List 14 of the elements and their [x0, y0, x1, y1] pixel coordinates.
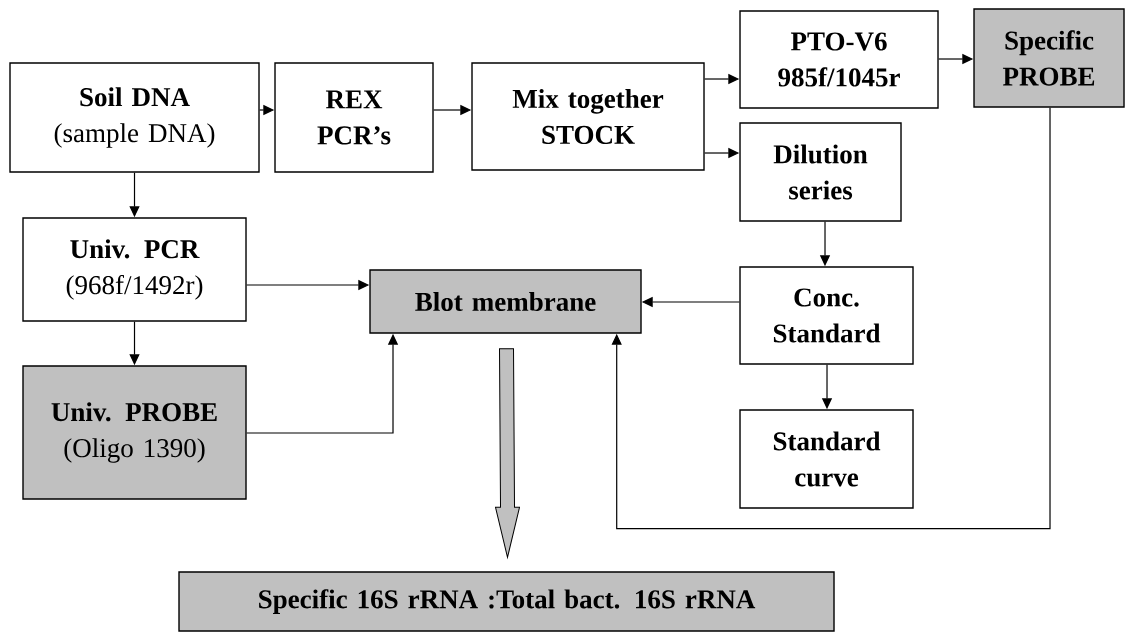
process-box: Univ. PCR (968f/1492r): [22, 217, 247, 322]
block-arrow: [495, 348, 520, 558]
probe-box: Univ. PROBE (Oligo 1390): [22, 365, 247, 500]
process-box: Standard curve: [739, 409, 914, 509]
result-box: Specific 16S rRNA :Total bact. 16S rRNA: [178, 571, 835, 632]
probe-box: Specific PROBE: [973, 8, 1125, 108]
process-box: Soil DNA (sample DNA): [9, 62, 260, 173]
process-box: Dilution series: [739, 122, 902, 222]
process-box: PTO-V6 985f/1045r: [739, 10, 939, 109]
process-box: Mix together STOCK: [471, 62, 705, 171]
process-box: Conc. Standard: [739, 266, 914, 365]
membrane-box: Blot membrane: [369, 269, 642, 334]
arrow: [611, 107, 1051, 530]
process-box: REX PCR’s: [274, 62, 434, 173]
